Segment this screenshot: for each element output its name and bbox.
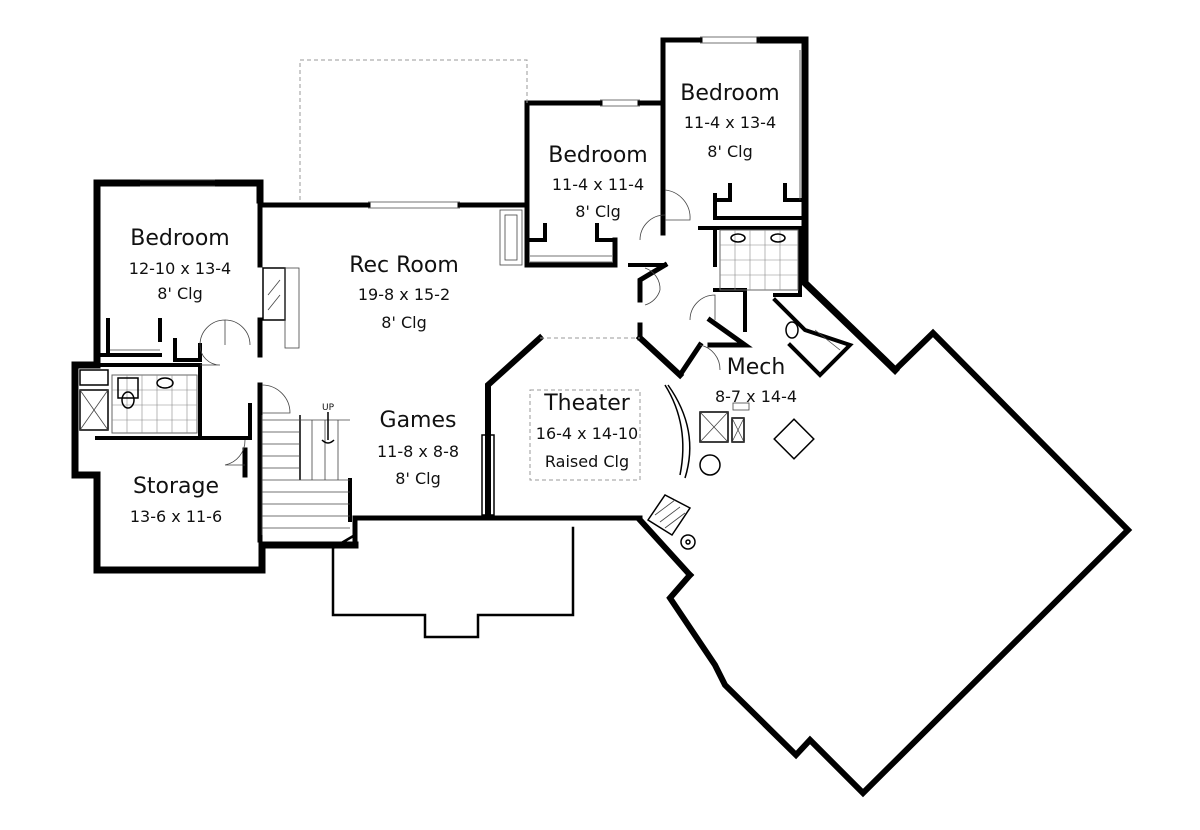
bedroom-mid-name: Bedroom <box>548 143 648 168</box>
details <box>79 36 841 550</box>
storage-size: 13-6 x 11-6 <box>130 507 222 526</box>
games-ceiling: 8' Clg <box>395 469 440 488</box>
bedroom-right-size: 11-4 x 13-4 <box>684 113 776 132</box>
bedroom-right-ceiling: 8' Clg <box>707 142 752 161</box>
bedroom-left-ceiling: 8' Clg <box>157 284 202 303</box>
games-name: Games <box>380 408 457 433</box>
mech-name: Mech <box>727 355 786 380</box>
room-label-games: Games 11-8 x 8-8 8' Clg <box>377 408 459 488</box>
bath-right-tiles <box>719 229 841 351</box>
theater-ceiling: Raised Clg <box>545 452 629 471</box>
room-label-bedroom-right: Bedroom 11-4 x 13-4 8' Clg <box>680 81 780 161</box>
stair-up-label: UP <box>322 403 335 413</box>
bedroom-left-name: Bedroom <box>130 226 230 251</box>
exterior-walls <box>71 36 1133 798</box>
rec-room-name: Rec Room <box>349 253 459 278</box>
bath-left-tiles <box>79 369 198 434</box>
room-label-theater: Theater 16-4 x 14-10 Raised Clg <box>536 391 638 471</box>
mech-equipment <box>646 402 815 550</box>
games-size: 11-8 x 8-8 <box>377 442 459 461</box>
room-label-bedroom-mid: Bedroom 11-4 x 11-4 8' Clg <box>548 143 648 221</box>
bedroom-mid-size: 11-4 x 11-4 <box>552 175 644 194</box>
room-label-mech: Mech 8-7 x 14-4 <box>715 355 797 406</box>
bedroom-mid-ceiling: 8' Clg <box>575 202 620 221</box>
bedroom-left-size: 12-10 x 13-4 <box>129 259 231 278</box>
rec-room-ceiling: 8' Clg <box>381 313 426 332</box>
room-label-bedroom-left: Bedroom 12-10 x 13-4 8' Clg <box>129 226 231 303</box>
room-label-rec-room: Rec Room 19-8 x 15-2 8' Clg <box>349 253 459 332</box>
stair-treads <box>261 412 350 535</box>
room-label-storage: Storage 13-6 x 11-6 <box>130 474 222 526</box>
theater-name: Theater <box>543 391 631 416</box>
storage-name: Storage <box>133 474 219 499</box>
bedroom-right-name: Bedroom <box>680 81 780 106</box>
rec-room-size: 19-8 x 15-2 <box>358 285 450 304</box>
theater-size: 16-4 x 14-10 <box>536 424 638 443</box>
mech-size: 8-7 x 14-4 <box>715 387 797 406</box>
